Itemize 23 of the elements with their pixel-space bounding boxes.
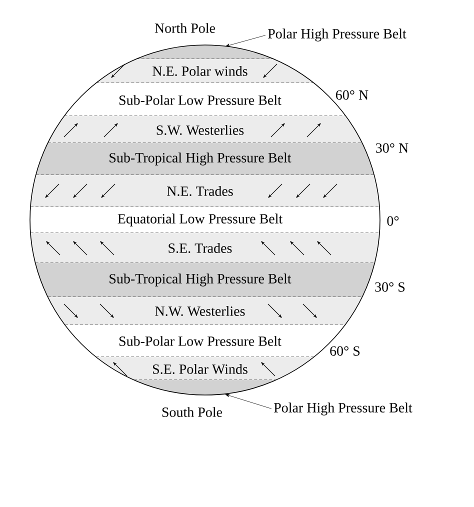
- pole-label: North Pole: [154, 23, 216, 33]
- node-label: Equatorial Low Pressure Belt: [118, 214, 283, 226]
- belt-band: S.E. Trades: [30, 233, 380, 264]
- polar-cap: [134, 380, 276, 395]
- latitude-label: 30° N: [376, 143, 408, 153]
- belt-band: N.E. Trades: [30, 175, 380, 208]
- leader-line: [225, 394, 272, 409]
- pole-label: South Pole: [162, 407, 222, 417]
- belt-band: Equatorial Low Pressure Belt: [30, 207, 380, 234]
- belt-band: S.W. Westerlies: [48, 116, 362, 144]
- polar-cap: [136, 45, 274, 60]
- latitude-label: 30° S: [375, 282, 405, 292]
- belt-band: N.W. Westerlies: [48, 297, 362, 326]
- belt-label: Polar High Pressure Belt: [268, 28, 406, 42]
- node-label: Sub-Polar Low Pressure Belt: [119, 336, 282, 346]
- belt-band: Sub-Tropical High Pressure Belt: [35, 263, 375, 298]
- leader-line: [226, 35, 266, 47]
- node-label: Sub-Polar Low Pressure Belt: [119, 95, 282, 105]
- belt-band: N.E. Polar winds: [96, 59, 314, 84]
- belt-band: S.E. Polar Winds: [96, 357, 314, 380]
- belt-band: Sub-Tropical High Pressure Belt: [36, 143, 374, 176]
- latitude-label: 0°: [387, 216, 399, 226]
- belt-label: Polar High Pressure Belt: [274, 402, 412, 416]
